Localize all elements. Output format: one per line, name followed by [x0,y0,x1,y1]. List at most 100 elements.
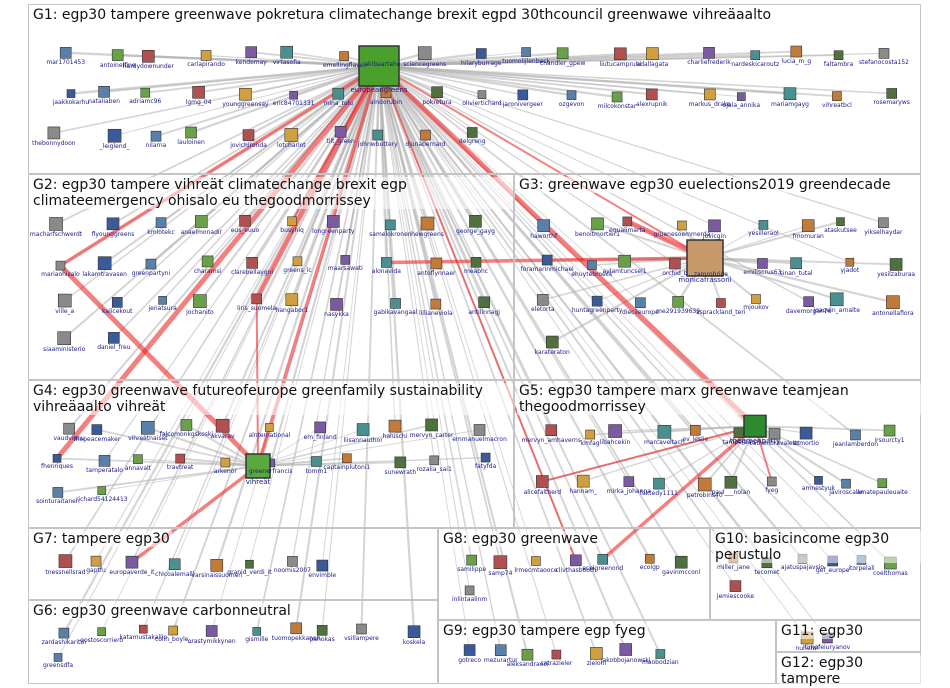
node-n114[interactable] [265,423,274,432]
node-n35[interactable] [737,92,746,101]
node-n113[interactable] [215,418,230,433]
node-n37[interactable] [832,91,842,101]
node-n97[interactable] [845,257,855,267]
node-n99[interactable] [536,294,549,306]
node-n3[interactable] [142,49,155,63]
node-n92[interactable] [618,254,631,268]
node-n183[interactable] [551,649,562,660]
node-n15[interactable] [703,47,715,59]
node-n104[interactable] [751,294,761,304]
node-n102[interactable] [672,296,684,308]
node-n160[interactable] [316,559,329,572]
node-n98[interactable] [889,258,903,271]
node-n170[interactable] [407,625,421,639]
node-n155[interactable] [125,555,139,569]
node-n87[interactable] [801,219,815,232]
node-n33[interactable] [645,88,658,101]
node-n68[interactable] [470,257,482,268]
node-n45[interactable] [334,125,347,138]
node-n166[interactable] [252,627,262,636]
node-n79[interactable] [57,331,72,346]
node-n10[interactable] [475,48,487,59]
node-n74[interactable] [285,293,299,307]
node-n6[interactable] [280,45,293,59]
node-n24[interactable] [239,87,252,101]
node-n122[interactable] [133,454,143,464]
node-n70[interactable] [111,297,123,308]
node-n117[interactable] [388,419,402,433]
node-n73[interactable] [251,293,262,305]
node-thegreenparty[interactable] [743,414,767,438]
node-n62[interactable] [201,255,214,268]
node-n101[interactable] [635,297,646,309]
node-n179[interactable] [464,585,475,596]
node-n156[interactable] [168,558,181,571]
node-n144[interactable] [576,474,590,488]
node-n175[interactable] [570,554,582,567]
node-n72[interactable] [193,294,207,308]
node-n154[interactable] [90,555,102,567]
node-n135[interactable] [608,424,622,438]
node-n41[interactable] [150,130,162,142]
node-n1[interactable] [59,47,72,59]
node-n38[interactable] [886,88,898,99]
node-n143[interactable] [536,475,549,488]
node-europeangreens[interactable] [358,45,400,87]
node-n17[interactable] [790,45,803,58]
node-n69[interactable] [57,293,72,308]
node-n78[interactable] [478,296,490,309]
node-n107[interactable] [886,295,900,310]
node-n137[interactable] [689,424,701,436]
node-n126[interactable] [311,456,322,467]
node-n90[interactable] [541,254,553,266]
node-n55[interactable] [327,215,340,228]
node-n119[interactable] [473,424,486,436]
node-n118[interactable] [425,418,438,432]
node-n75[interactable] [330,298,343,311]
node-n63[interactable] [246,257,258,269]
node-n81[interactable] [537,219,550,232]
node-n115[interactable] [314,421,326,434]
node-n86[interactable] [758,220,769,230]
node-n172[interactable] [466,554,477,566]
node-n129[interactable] [429,455,440,466]
node-n7[interactable] [339,51,349,61]
node-n151[interactable] [841,478,851,489]
node-n27[interactable] [380,87,392,99]
node-n185[interactable] [619,643,633,656]
node-n145[interactable] [623,476,635,487]
node-n26[interactable] [332,87,345,100]
node-n82[interactable] [591,217,604,231]
node-n193[interactable] [729,580,742,592]
node-n127[interactable] [342,453,352,464]
node-n132[interactable] [97,486,107,495]
node-n159[interactable] [287,556,298,567]
node-n186[interactable] [655,649,666,659]
node-n42[interactable] [185,126,197,139]
node-n22[interactable] [140,87,151,98]
node-n43[interactable] [242,129,255,141]
node-n142[interactable] [883,424,896,437]
node-n76[interactable] [390,298,401,309]
node-vihreat[interactable] [245,453,271,479]
node-n32[interactable] [611,91,623,103]
node-n158[interactable] [245,559,254,569]
node-n58[interactable] [469,214,482,228]
node-n150[interactable] [814,476,823,485]
node-n153[interactable] [58,554,73,568]
node-n130[interactable] [480,452,491,463]
node-n30[interactable] [517,89,529,101]
node-n29[interactable] [477,90,487,99]
node-n109[interactable] [63,422,75,435]
node-n168[interactable] [316,625,328,636]
node-n85[interactable] [708,219,721,233]
node-n28[interactable] [431,86,443,99]
node-n5[interactable] [245,46,257,58]
node-n182[interactable] [521,648,534,661]
node-n83[interactable] [622,216,633,227]
node-n71[interactable] [158,296,167,305]
node-n106[interactable] [829,292,844,307]
node-n178[interactable] [674,555,688,569]
node-n116[interactable] [356,423,370,436]
node-n167[interactable] [290,622,302,635]
